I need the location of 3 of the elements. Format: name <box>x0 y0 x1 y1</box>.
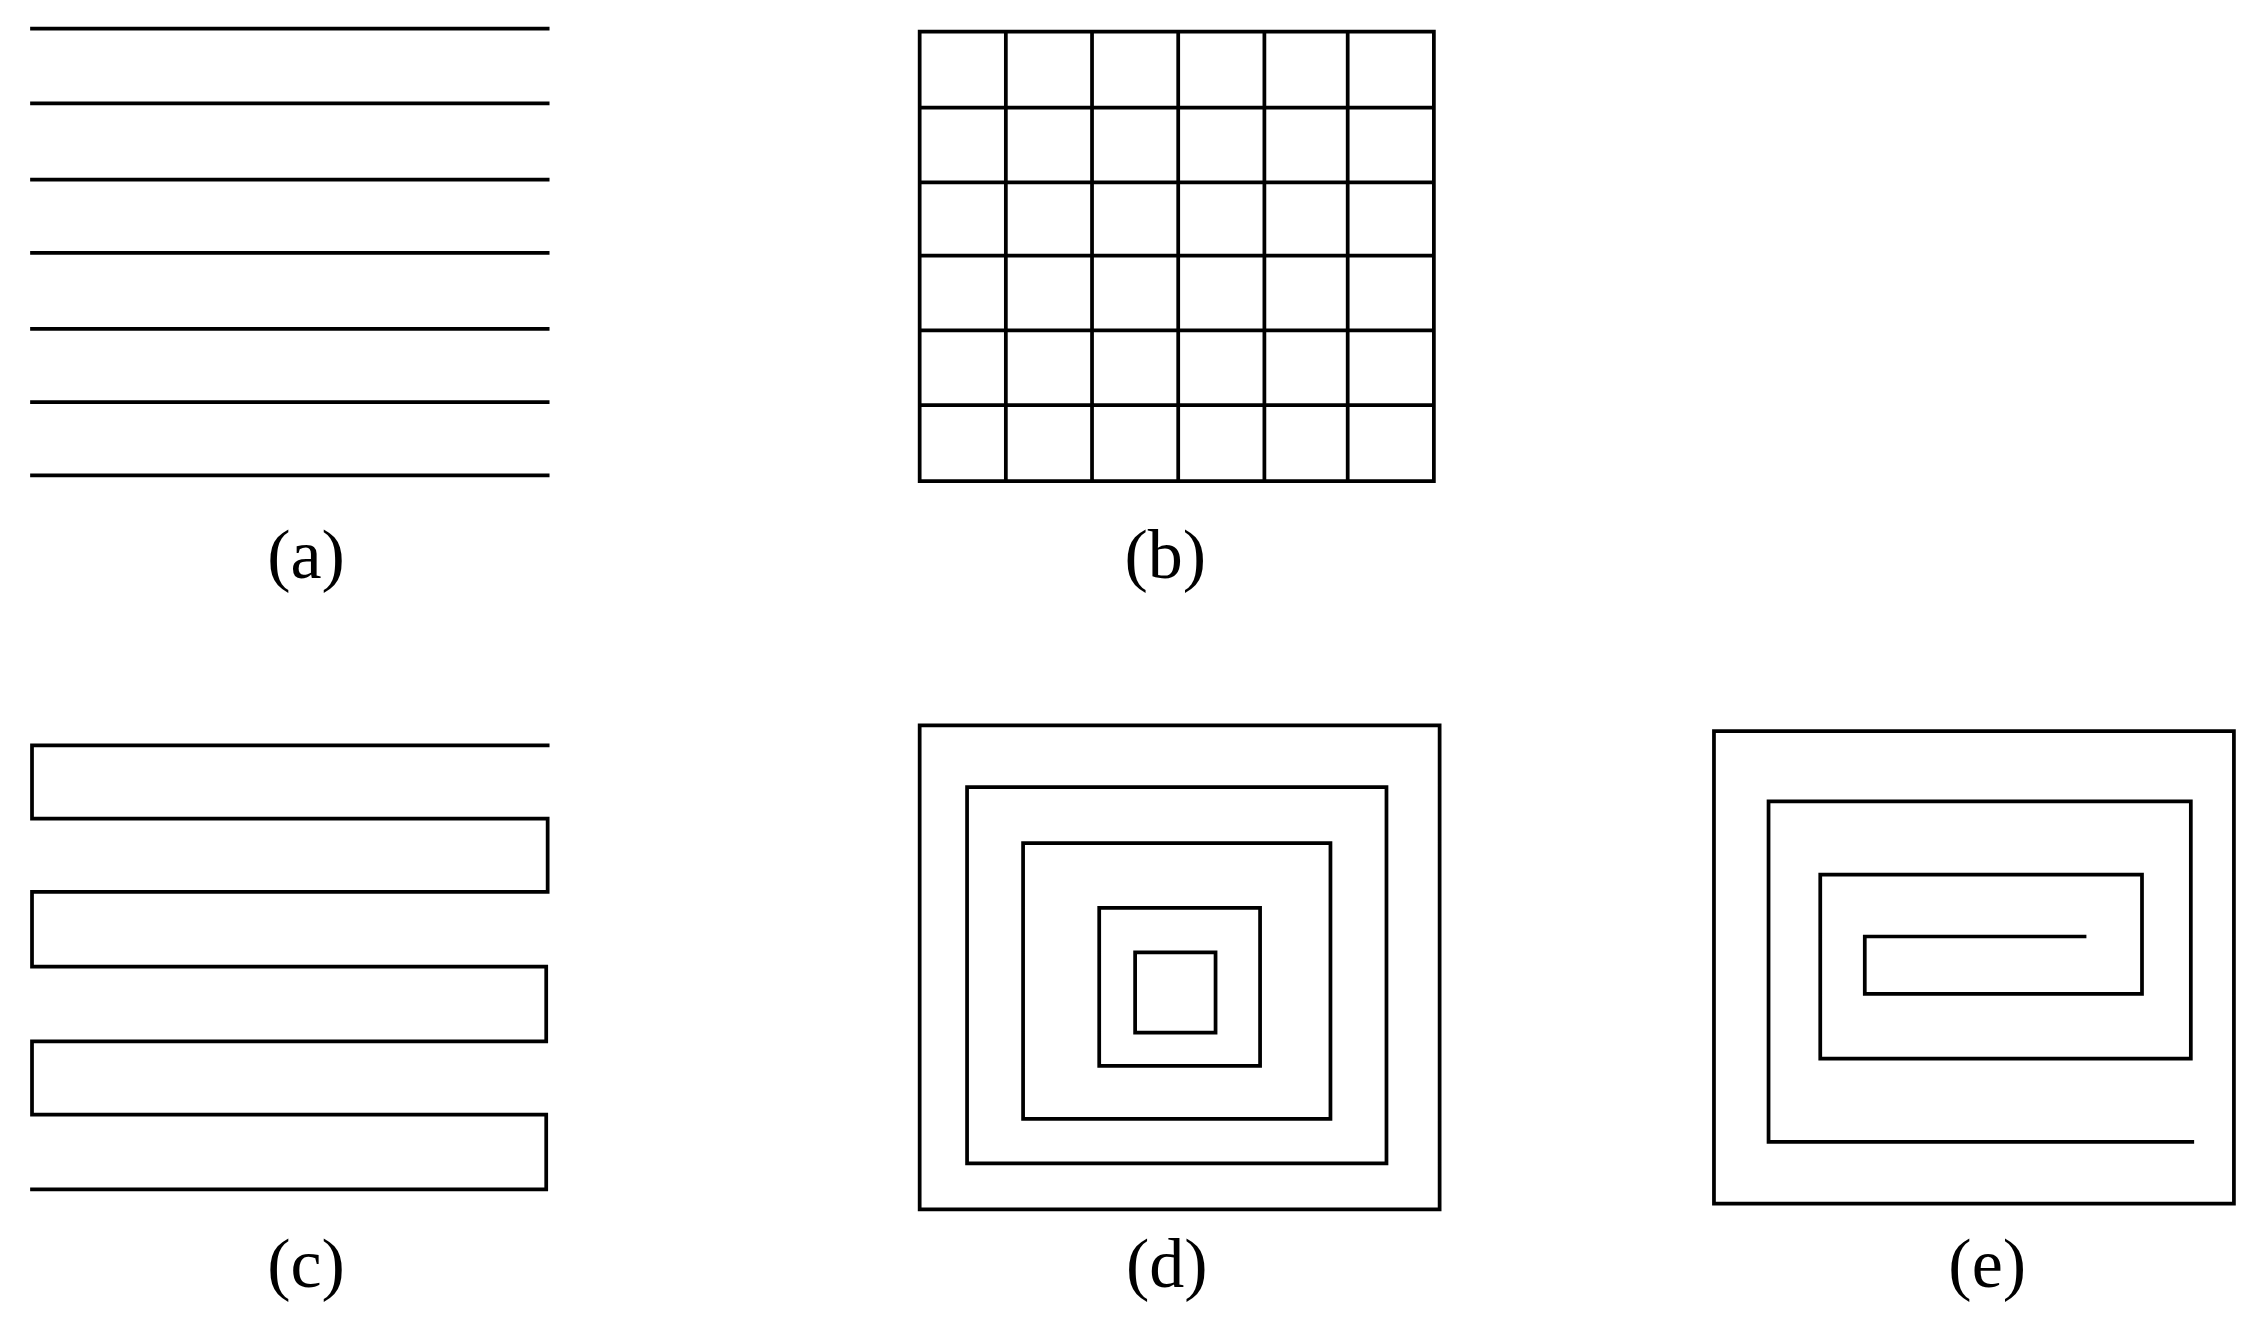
panel-label: (e) <box>1948 1229 2026 1300</box>
panel-label: (c) <box>267 1229 345 1300</box>
panel-label: (d) <box>1125 1229 1208 1300</box>
